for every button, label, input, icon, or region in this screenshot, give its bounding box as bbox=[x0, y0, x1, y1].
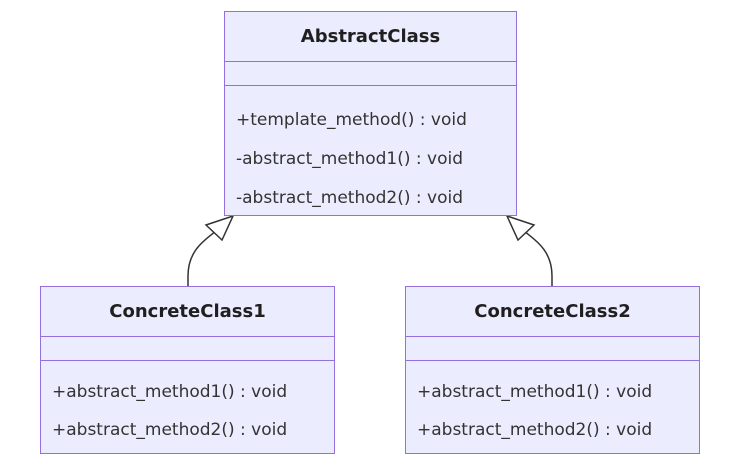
class-methods: +abstract_method1() : void +abstract_met… bbox=[406, 361, 699, 449]
class-name: ConcreteClass1 bbox=[41, 287, 334, 337]
class-concreteclass1[interactable]: ConcreteClass1 +abstract_method1() : voi… bbox=[40, 286, 335, 454]
method-template-method: +template_method() : void bbox=[236, 109, 467, 130]
method-abstract-method2: +abstract_method2() : void bbox=[417, 420, 653, 440]
class-name: ConcreteClass2 bbox=[406, 287, 699, 337]
method-abstract-method1: +abstract_method1() : void bbox=[417, 382, 653, 402]
method-abstract-method2: +abstract_method2() : void bbox=[52, 420, 288, 440]
class-methods: +abstract_method1() : void +abstract_met… bbox=[41, 361, 334, 449]
inheritance-arrowhead-concreteclass2 bbox=[505, 214, 536, 242]
method-abstract-method1: +abstract_method1() : void bbox=[52, 382, 288, 402]
class-methods: +template_method() : void -abstract_meth… bbox=[225, 86, 516, 217]
inheritance-edge-concreteclass2 bbox=[523, 230, 553, 286]
class-concreteclass2[interactable]: ConcreteClass2 +abstract_method1() : voi… bbox=[405, 286, 700, 454]
class-attributes bbox=[41, 337, 334, 361]
method-abstract-method2: -abstract_method2() : void bbox=[236, 187, 464, 208]
class-attributes bbox=[225, 62, 516, 86]
class-attributes bbox=[406, 337, 699, 361]
method-abstract-method1: -abstract_method1() : void bbox=[236, 148, 464, 169]
inheritance-arrowhead-concreteclass1 bbox=[204, 214, 235, 242]
class-name: AbstractClass bbox=[225, 12, 516, 62]
inheritance-edge-concreteclass1 bbox=[187, 230, 217, 286]
class-abstractclass[interactable]: AbstractClass +template_method() : void … bbox=[224, 11, 517, 216]
